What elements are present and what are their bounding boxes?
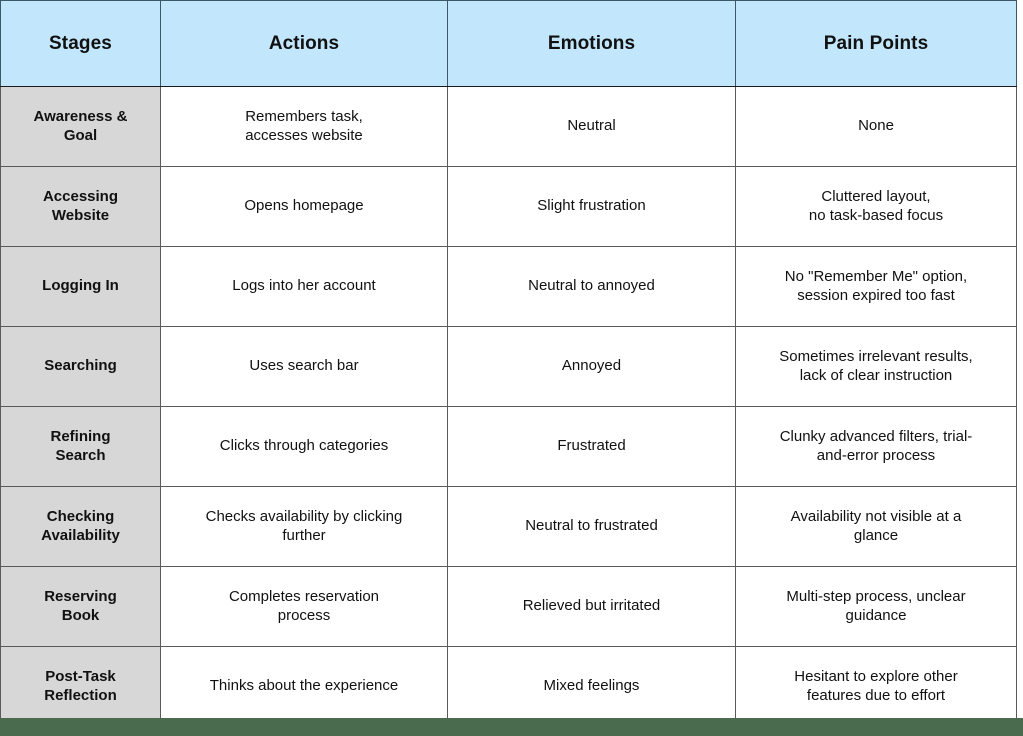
column-header-stages: Stages — [0, 0, 161, 87]
pain-points-text-line: session expired too fast — [797, 286, 955, 304]
stage-cell: Checking Availability — [0, 486, 161, 567]
stage-text-line: Goal — [63, 126, 98, 144]
pain-points-text-line: features due to effort — [806, 686, 946, 704]
pain-points-text-line: Sometimes irrelevant results, — [779, 348, 973, 366]
emotions-text-line: Neutral — [567, 117, 616, 135]
emotions-text-line: Slight frustration — [537, 197, 646, 215]
stage-text-line: Logging In — [42, 277, 119, 295]
actions-text-line: Logs into her account — [232, 277, 376, 295]
table-row: Logging In Logs into her account Neutral… — [0, 246, 1017, 327]
actions-text-line: Clicks through categories — [219, 437, 389, 455]
column-header-emotions: Emotions — [447, 0, 736, 87]
pain-points-text-line: Multi-step process, unclear — [786, 588, 966, 606]
table-row: Post-Task Reflection Thinks about the ex… — [0, 646, 1017, 727]
stage-cell: Accessing Website — [0, 166, 161, 247]
stage-text-line: Book — [61, 606, 100, 624]
actions-cell: Uses search bar — [160, 326, 448, 407]
stage-text-line: Awareness & — [33, 108, 128, 126]
emotions-cell: Relieved but irritated — [447, 566, 736, 647]
stage-text-line: Post-Task — [45, 668, 116, 686]
actions-cell: Thinks about the experience — [160, 646, 448, 727]
actions-text-line: Completes reservation — [228, 588, 380, 606]
table-row: Awareness & Goal Remembers task, accesse… — [0, 86, 1017, 167]
emotions-cell: Frustrated — [447, 406, 736, 487]
stage-cell: Logging In — [0, 246, 161, 327]
pain-points-cell: Sometimes irrelevant results, lack of cl… — [735, 326, 1017, 407]
actions-text-line: Thinks about the experience — [209, 677, 399, 695]
emotions-text-line: Neutral to annoyed — [528, 277, 655, 295]
actions-text-line: Opens homepage — [244, 197, 364, 215]
stage-text-line: Accessing — [42, 188, 119, 206]
pain-points-text-line: Hesitant to explore other — [794, 668, 958, 686]
stage-text-line: Refining — [50, 428, 111, 446]
actions-cell: Checks availability by clicking further — [160, 486, 448, 567]
pain-points-cell: No "Remember Me" option, session expired… — [735, 246, 1017, 327]
table-row: Reserving Book Completes reservation pro… — [0, 566, 1017, 647]
actions-cell: Logs into her account — [160, 246, 448, 327]
pain-points-text-line: Availability not visible at a — [790, 508, 962, 526]
emotions-text-line: Relieved but irritated — [522, 597, 661, 615]
pain-points-cell: Cluttered layout, no task-based focus — [735, 166, 1017, 247]
stage-cell: Refining Search — [0, 406, 161, 487]
emotions-text-line: Frustrated — [557, 437, 626, 455]
stage-text-line: Reflection — [44, 686, 117, 704]
stage-text-line: Reserving — [44, 588, 117, 606]
table-row: Checking Availability Checks availabilit… — [0, 486, 1017, 567]
pain-points-cell: Hesitant to explore other features due t… — [735, 646, 1017, 727]
stage-text-line: Availability — [41, 526, 120, 544]
pain-points-cell: Multi-step process, unclear guidance — [735, 566, 1017, 647]
emotions-text-line: Neutral to frustrated — [525, 517, 658, 535]
stage-text-line: Checking — [46, 508, 115, 526]
stage-cell: Post-Task Reflection — [0, 646, 161, 727]
emotions-cell: Mixed feelings — [447, 646, 736, 727]
actions-text-line: accesses website — [245, 126, 363, 144]
bottom-accent-band — [0, 718, 1023, 736]
pain-points-cell: Availability not visible at a glance — [735, 486, 1017, 567]
actions-cell: Completes reservation process — [160, 566, 448, 647]
emotions-cell: Annoyed — [447, 326, 736, 407]
emotions-text-line: Annoyed — [561, 357, 622, 375]
table-header: Stages Actions Emotions Pain Points — [0, 0, 1017, 87]
pain-points-text-line: No "Remember Me" option, — [784, 268, 968, 286]
actions-text-line: Remembers task, — [245, 108, 363, 126]
pain-points-cell: Clunky advanced filters, trial- and-erro… — [735, 406, 1017, 487]
pain-points-text-line: glance — [853, 526, 899, 544]
stage-text-line: Search — [55, 446, 106, 464]
emotions-cell: Slight frustration — [447, 166, 736, 247]
pain-points-text-line: no task-based focus — [808, 206, 944, 224]
emotions-cell: Neutral to frustrated — [447, 486, 736, 567]
pain-points-text-line: lack of clear instruction — [799, 366, 953, 384]
emotions-cell: Neutral to annoyed — [447, 246, 736, 327]
column-header-actions: Actions — [160, 0, 448, 87]
header-row: Stages Actions Emotions Pain Points — [0, 0, 1017, 87]
actions-text-line: further — [282, 526, 326, 544]
actions-cell: Opens homepage — [160, 166, 448, 247]
stage-cell: Awareness & Goal — [0, 86, 161, 167]
column-header-pain-points: Pain Points — [735, 0, 1017, 87]
table-row: Searching Uses search bar Annoyed Someti… — [0, 326, 1017, 407]
emotions-cell: Neutral — [447, 86, 736, 167]
stage-cell: Searching — [0, 326, 161, 407]
actions-text-line: Uses search bar — [249, 357, 359, 375]
pain-points-text-line: Cluttered layout, — [821, 188, 931, 206]
pain-points-text-line: and-error process — [816, 446, 936, 464]
stage-text-line: Website — [51, 206, 110, 224]
actions-cell: Remembers task, accesses website — [160, 86, 448, 167]
actions-cell: Clicks through categories — [160, 406, 448, 487]
table-row: Refining Search Clicks through categorie… — [0, 406, 1017, 487]
table-body: Awareness & Goal Remembers task, accesse… — [0, 86, 1017, 727]
stage-cell: Reserving Book — [0, 566, 161, 647]
stage-text-line: Searching — [44, 357, 117, 375]
pain-points-text-line: guidance — [845, 606, 907, 624]
actions-text-line: process — [277, 606, 331, 624]
pain-points-text-line: None — [858, 117, 894, 135]
pain-points-text-line: Clunky advanced filters, trial- — [779, 428, 973, 446]
emotions-text-line: Mixed feelings — [543, 677, 640, 695]
table-row: Accessing Website Opens homepage Slight … — [0, 166, 1017, 247]
pain-points-cell: None — [735, 86, 1017, 167]
actions-text-line: Checks availability by clicking — [205, 508, 403, 526]
